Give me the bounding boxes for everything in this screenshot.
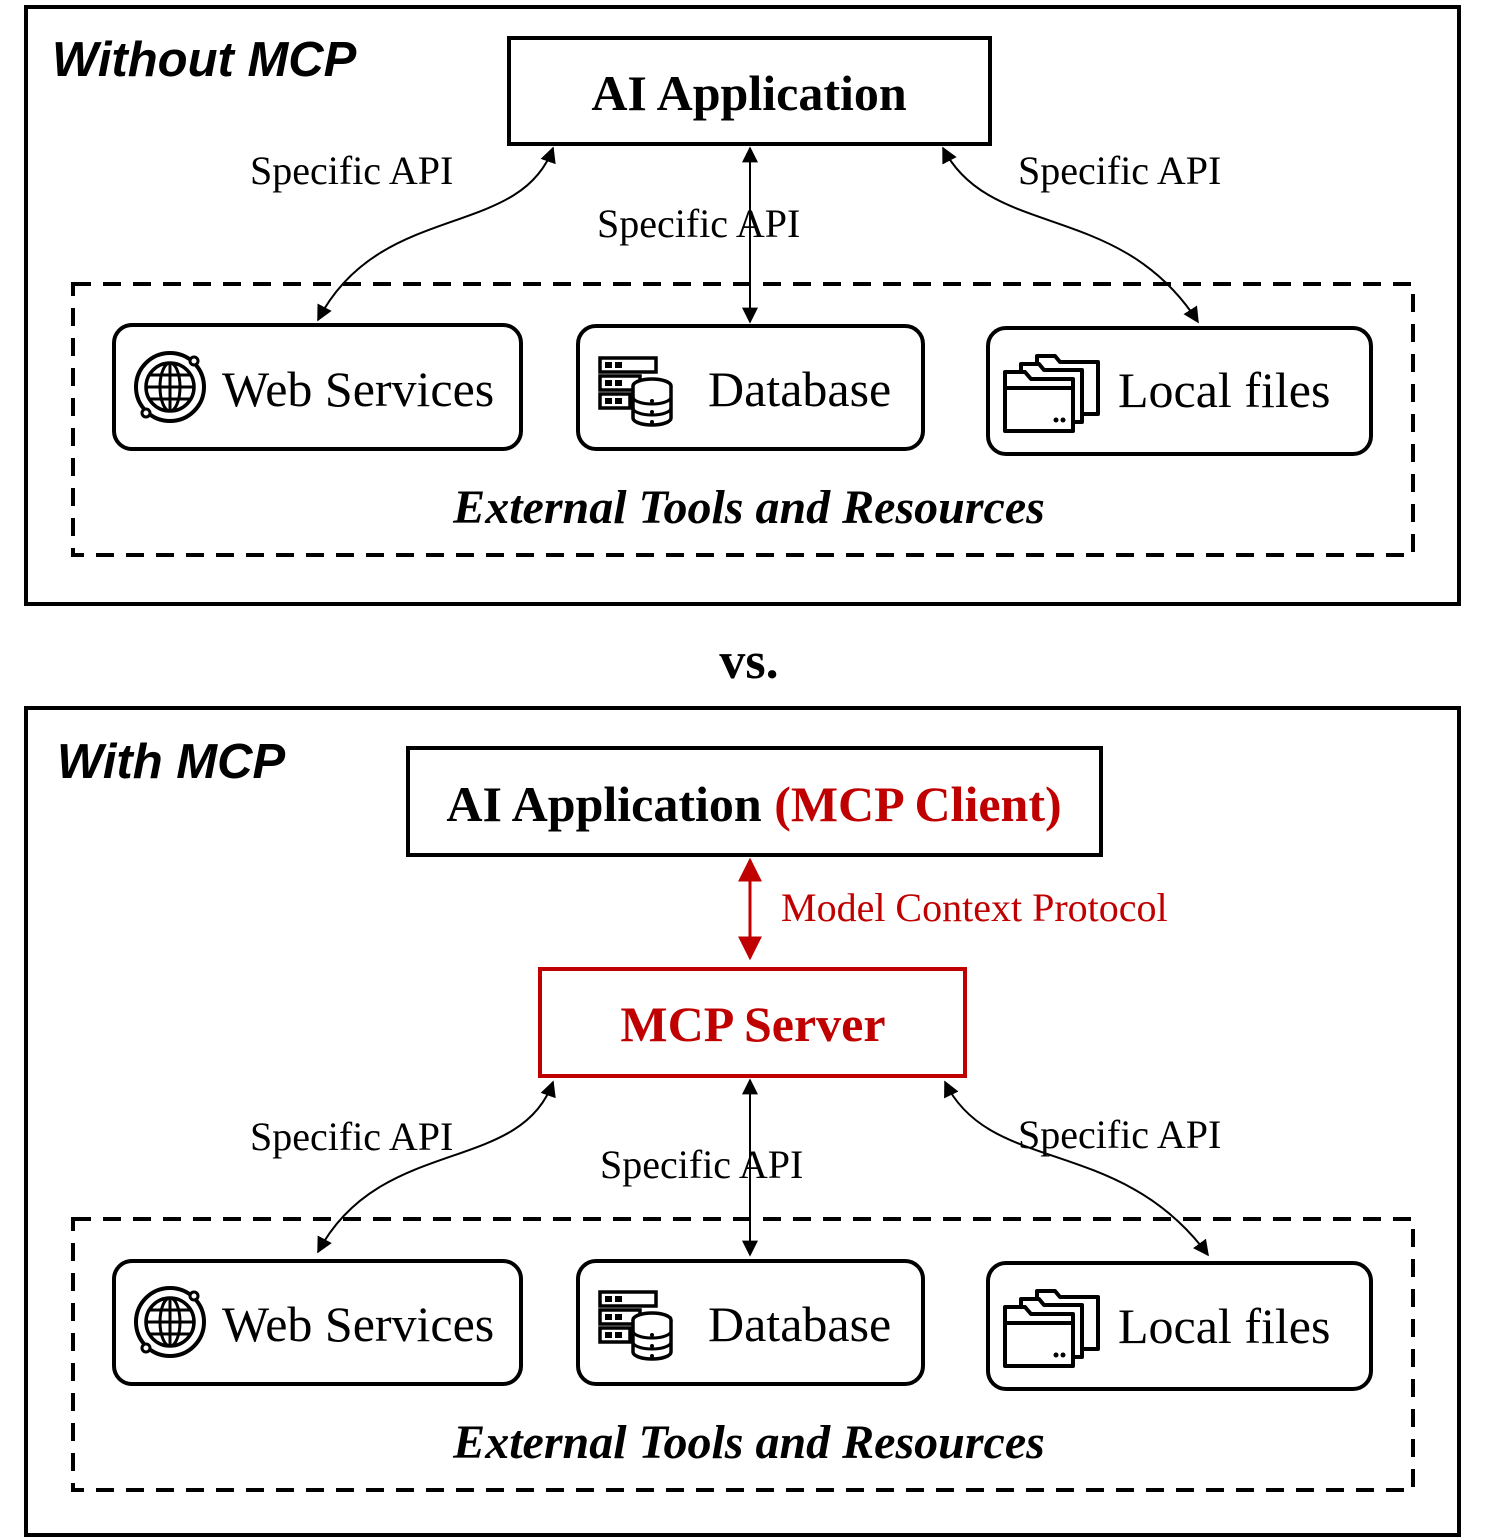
connection-label: Specific API (250, 148, 453, 193)
resources-group (71, 1217, 1415, 1492)
ai-application-label: AI Application (446, 776, 762, 832)
connection-arrow-web (317, 146, 556, 322)
mcp-client-label: (MCP Client) (774, 776, 1061, 832)
connection-label: Specific API (1018, 148, 1221, 193)
connection-label: Specific API (597, 201, 800, 246)
connection-arrow-web (317, 1080, 556, 1254)
vs-separator: vs. (719, 633, 778, 690)
ai-application-label: AI Application (591, 65, 907, 121)
resource-label: Web Services (222, 1296, 494, 1352)
panel-without-mcp: Without MCP AI Application Specific API … (24, 5, 1461, 606)
resources-group-label: External Tools and Resources (452, 1416, 1045, 1469)
connection-label: Specific API (1018, 1112, 1221, 1157)
globe-icon (134, 351, 206, 423)
ai-application-box (507, 36, 992, 146)
resources-group-label: External Tools and Resources (452, 481, 1045, 534)
mcp-server-label: MCP Server (620, 996, 885, 1052)
resource-web-services (112, 1259, 523, 1386)
resources-group (71, 282, 1415, 557)
resource-label: Web Services (222, 361, 494, 417)
ai-application-box (406, 746, 1103, 857)
ai-application-client-label: AI Application (MCP Client) (446, 776, 1061, 832)
panel-title: Without MCP (52, 33, 357, 87)
resource-label: Database (708, 361, 891, 417)
panel-with-mcp: With MCP AI Application (MCP Client) Mod… (24, 706, 1461, 1537)
resource-label: Local files (1118, 1298, 1330, 1354)
resource-label: Database (708, 1296, 891, 1352)
connection-arrow-files (942, 146, 1199, 324)
connection-arrow-files (944, 1080, 1209, 1257)
globe-icon (134, 1286, 206, 1358)
panel-title: With MCP (57, 735, 285, 789)
protocol-label: Model Context Protocol (781, 885, 1168, 930)
connection-label: Specific API (600, 1142, 803, 1187)
resource-label: Local files (1118, 362, 1330, 418)
connection-label: Specific API (250, 1114, 453, 1159)
mcp-server-box (538, 967, 967, 1078)
resource-web-services (112, 323, 523, 451)
